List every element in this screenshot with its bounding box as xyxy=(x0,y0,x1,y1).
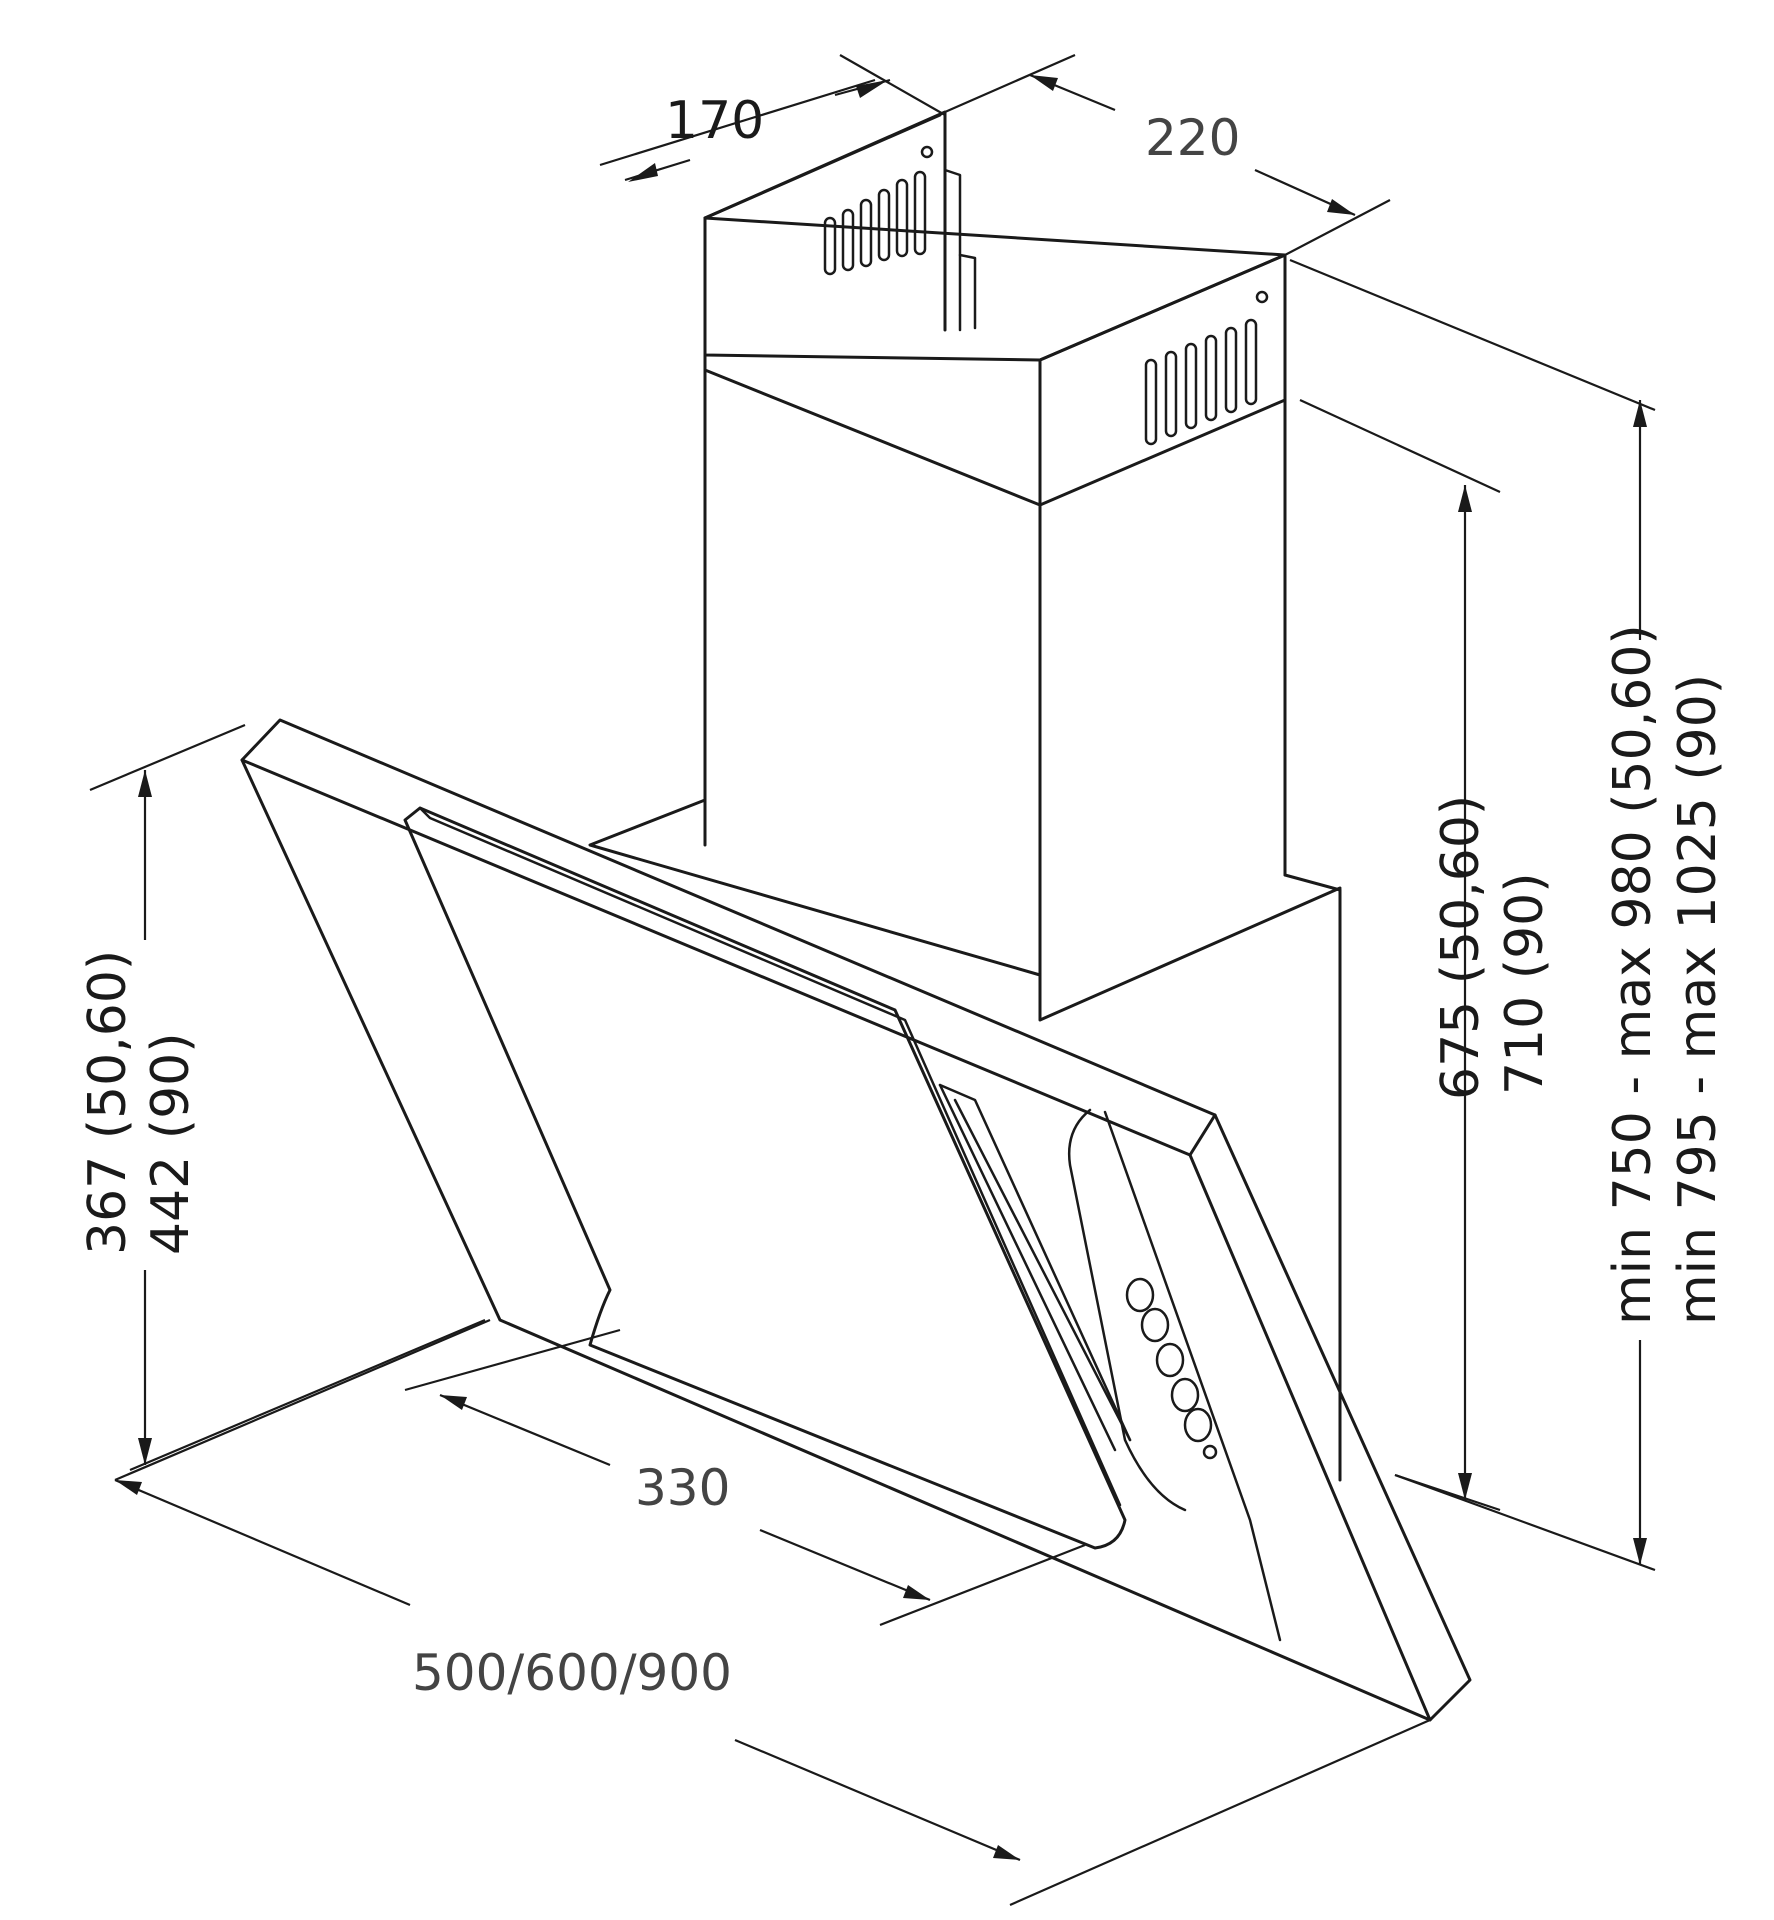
dim-label-hood-line1: 367 (50,60) xyxy=(78,950,138,1255)
dim-label-hood-line2: 442 (90) xyxy=(141,1032,201,1255)
rear-vent-slots xyxy=(823,145,934,276)
dim-label-330: 330 xyxy=(635,1459,730,1517)
dim-label-width: 500/600/900 xyxy=(412,1644,732,1702)
dimension-170: 170 xyxy=(599,54,946,182)
dim-label-chimney-line1: 675 (50,60) xyxy=(1431,795,1491,1100)
dimension-330: 330 xyxy=(404,1328,1086,1627)
chimney xyxy=(588,110,1342,1482)
dimension-chimney-height: 675 (50,60) 710 (90) xyxy=(1299,399,1555,1512)
dimension-220: 220 xyxy=(944,53,1391,256)
hood-body xyxy=(240,718,1472,1722)
dim-label-total-line2: min 795 - max 1025 (90) xyxy=(1668,674,1728,1325)
control-buttons xyxy=(1125,1277,1218,1460)
side-vent-slots xyxy=(1144,290,1269,446)
dim-label-total-line1: min 750 - max 980 (50,60) xyxy=(1603,624,1663,1325)
dim-label-220: 220 xyxy=(1145,109,1240,167)
dimension-width: 500/600/900 xyxy=(114,1318,1431,1907)
dim-label-170: 170 xyxy=(665,91,764,151)
dimension-total-height: min 750 - max 980 (50,60) min 795 - max … xyxy=(1289,258,1728,1572)
dim-label-chimney-line2: 710 (90) xyxy=(1495,872,1555,1095)
dimension-hood-height: 367 (50,60) 442 (90) xyxy=(60,723,486,1472)
